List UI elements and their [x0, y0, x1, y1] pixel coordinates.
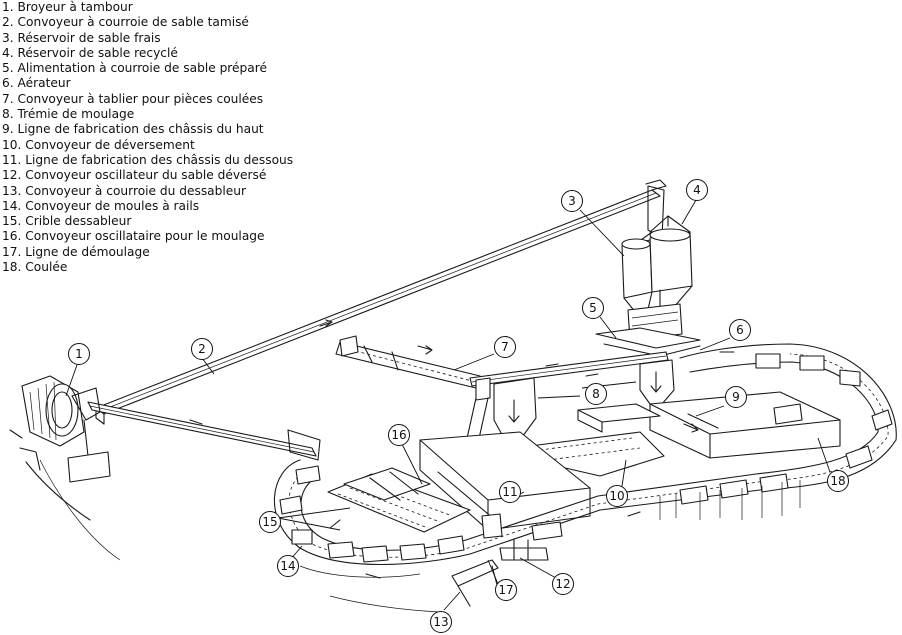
svg-text:9: 9 [732, 390, 740, 404]
legend-item-8: 8. Trémie de moulage [2, 107, 135, 122]
svg-text:13: 13 [433, 615, 448, 629]
legend-item-2: 2. Convoyeur à courroie de sable tamisé [2, 15, 249, 30]
svg-text:10: 10 [609, 489, 624, 503]
legend-item-5: 5. Alimentation à courroie de sable prép… [2, 61, 267, 76]
legend-item-12: 12. Convoyeur oscillateur du sable déver… [2, 168, 267, 183]
svg-text:4: 4 [693, 183, 701, 197]
callout-8: 8 [585, 383, 607, 405]
callout-2: 2 [191, 338, 213, 360]
legend-item-18: 18. Coulée [2, 260, 68, 275]
leader-lines [65, 199, 831, 611]
svg-text:12: 12 [555, 577, 570, 591]
moulding-hopper [459, 351, 675, 471]
sand-hoppers [595, 215, 701, 357]
svg-text:16: 16 [391, 428, 406, 442]
svg-text:18: 18 [830, 474, 845, 488]
legend-item-16: 16. Convoyeur oscillataire pour le moula… [2, 229, 265, 244]
pour-off-conveyor [529, 403, 665, 477]
legend-item-9: 9. Ligne de fabrication des châssis du h… [2, 122, 264, 137]
screened-sand-belt-conveyor [95, 179, 667, 425]
legend-item-17: 17. Ligne de démoulage [2, 244, 150, 259]
drum-outlet-conveyor [87, 401, 321, 461]
callout-16: 16 [388, 424, 410, 446]
svg-text:5: 5 [589, 301, 597, 315]
callout-6: 6 [729, 319, 751, 341]
bottom-flask-line [419, 431, 591, 541]
legend-item-3: 3. Réservoir de sable frais [2, 30, 161, 45]
flow-arrows [189, 319, 735, 579]
callout-7: 7 [494, 336, 516, 358]
callout-9: 9 [725, 386, 747, 408]
callout-3: 3 [561, 190, 583, 212]
shakeout-screen [327, 467, 503, 539]
shakeout-belt-conveyor [451, 539, 549, 607]
legend-item-10: 10. Convoyeur de déversement [2, 137, 195, 152]
rail-mould-conveyor [273, 343, 897, 566]
callout-13: 13 [430, 611, 452, 633]
svg-text:8: 8 [592, 387, 600, 401]
svg-text:7: 7 [501, 340, 509, 354]
legend: 1. Broyeur à tambour 2. Convoyeur à cour… [2, 0, 293, 275]
callout-12: 12 [552, 573, 574, 595]
drum-mill [9, 375, 111, 521]
callout-4: 4 [686, 179, 708, 201]
legend-item-14: 14. Convoyeur de moules à rails [2, 198, 200, 213]
callout-1: 1 [68, 343, 90, 365]
svg-text:17: 17 [498, 583, 513, 597]
legend-item-7: 7. Convoyeur à tablier pour pièces coulé… [2, 91, 264, 106]
legend-item-15: 15. Crible dessableur [2, 214, 132, 229]
legend-item-13: 13. Convoyeur à courroie du dessableur [2, 183, 247, 198]
callout-10: 10 [606, 485, 628, 507]
callout-5: 5 [582, 297, 604, 319]
legend-item-11: 11. Ligne de fabrication des châssis du … [2, 152, 294, 167]
svg-text:3: 3 [568, 194, 576, 208]
svg-text:11: 11 [502, 485, 517, 499]
casting-apron-conveyor [335, 335, 481, 389]
svg-text:15: 15 [262, 515, 277, 529]
top-flask-line [649, 391, 841, 459]
ground-lines [39, 459, 441, 613]
callout-14: 14 [277, 555, 299, 577]
svg-text:14: 14 [280, 559, 295, 573]
callout-17: 17 [495, 579, 517, 601]
svg-text:1: 1 [75, 347, 83, 361]
callout-15: 15 [259, 511, 281, 533]
legend-item-1: 1. Broyeur à tambour [2, 0, 133, 14]
legend-item-6: 6. Aérateur [2, 76, 71, 91]
legend-item-4: 4. Réservoir de sable recyclé [2, 45, 178, 60]
callout-18: 18 [827, 470, 849, 492]
svg-text:6: 6 [736, 323, 744, 337]
callout-11: 11 [499, 481, 521, 503]
svg-text:2: 2 [198, 342, 206, 356]
